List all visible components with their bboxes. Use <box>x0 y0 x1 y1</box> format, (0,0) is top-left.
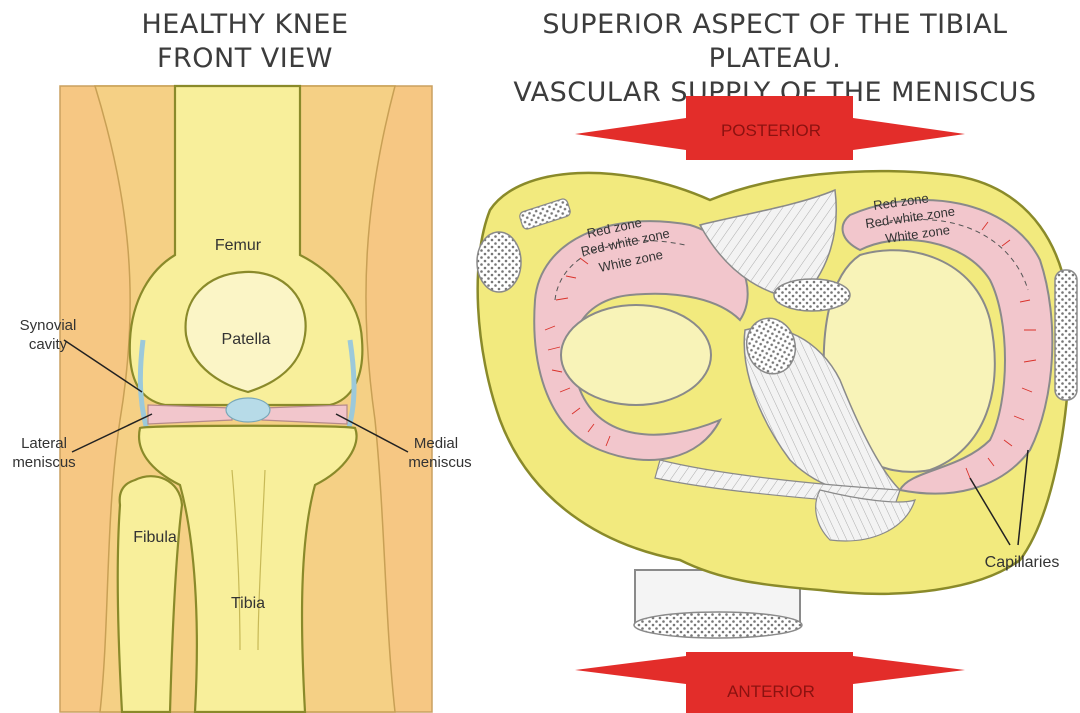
cruciate-ligament <box>226 398 270 422</box>
tibial-plateau-view: POSTERIOR ANTERIOR <box>477 96 1077 713</box>
medial-label-line2: meniscus <box>408 454 471 471</box>
medial-label-line1: Medial <box>414 435 458 452</box>
lateral-articular-surface <box>561 305 711 405</box>
medial-bone-section <box>1055 270 1077 400</box>
fibula-label: Fibula <box>133 529 177 546</box>
synovial-label-line1: Synovial <box>20 317 77 334</box>
patella-label: Patella <box>222 331 271 348</box>
posterior-label: POSTERIOR <box>721 121 821 140</box>
knee-front-view: Femur Patella Synovial cavity Lateral me… <box>12 86 471 712</box>
tibia-label: Tibia <box>231 595 265 612</box>
medial-meniscus-shape <box>262 405 347 424</box>
pcl-attachment-section <box>774 279 850 311</box>
capillaries-label: Capillaries <box>985 554 1060 571</box>
lateral-label-line2: meniscus <box>12 454 75 471</box>
synovial-label-line2: cavity <box>29 336 68 353</box>
tibia-shaft-section <box>634 612 802 638</box>
fibula-head-section <box>477 232 521 292</box>
lateral-label-line1: Lateral <box>21 435 67 452</box>
femur-label: Femur <box>215 237 262 254</box>
lateral-meniscus-shape <box>148 405 232 424</box>
anterior-label: ANTERIOR <box>727 682 815 701</box>
